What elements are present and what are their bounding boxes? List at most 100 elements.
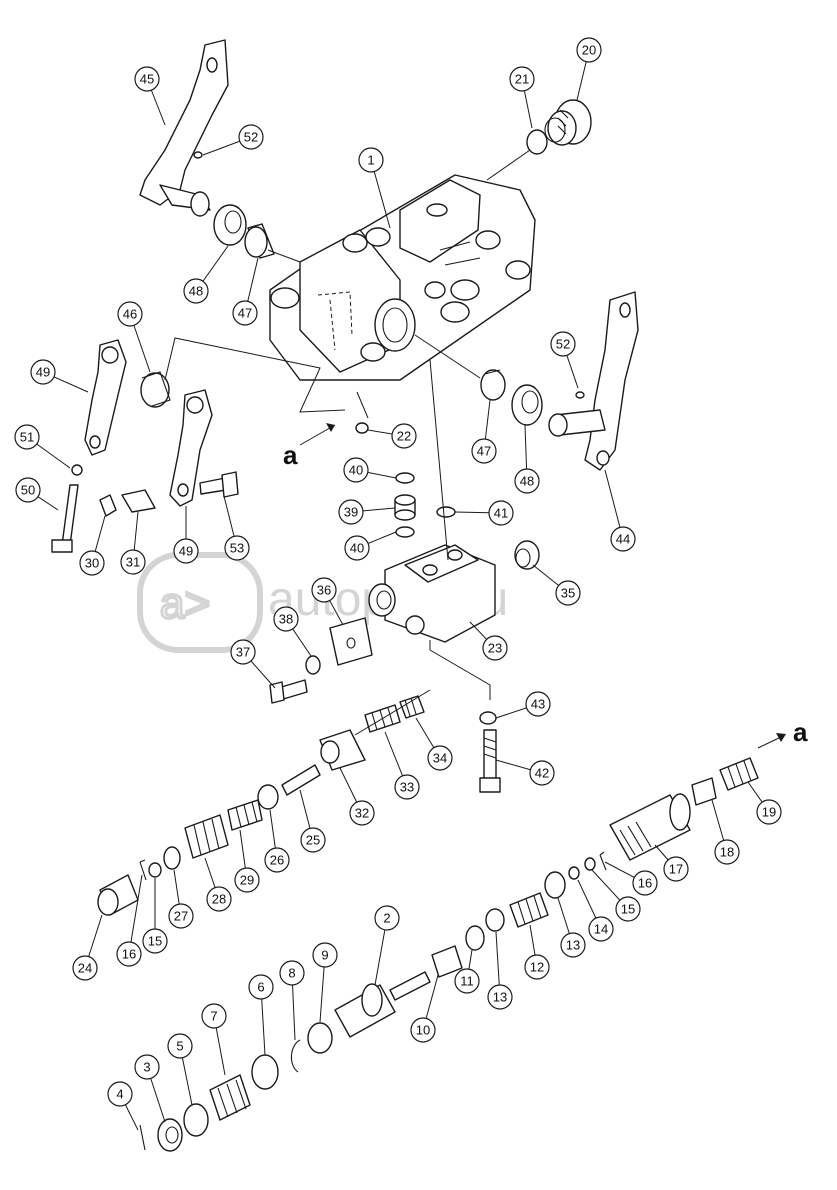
watermark-logo-mark: a> xyxy=(160,579,210,628)
part-sleeve-17 xyxy=(609,793,691,861)
callout-circle xyxy=(756,799,782,825)
callout-circle xyxy=(30,359,56,385)
callout-label: 24 xyxy=(78,961,92,976)
callout-49: 49 xyxy=(173,506,199,564)
callout-circle xyxy=(300,827,326,853)
callout-circle xyxy=(344,535,370,561)
callout-label: 12 xyxy=(530,960,544,975)
callout-38: 38 xyxy=(273,606,312,657)
part-spool-25 xyxy=(281,764,321,796)
callout-circle xyxy=(168,903,194,929)
callout-circle xyxy=(201,1003,227,1029)
callout-51: 51 xyxy=(14,424,71,469)
part-plug-39 xyxy=(394,494,416,521)
callout-12: 12 xyxy=(524,924,550,980)
callout-4: 4 xyxy=(107,1081,139,1131)
callout-label: 53 xyxy=(230,541,244,556)
part-spring-seat-6 xyxy=(251,1054,279,1090)
callout-circle xyxy=(234,867,260,893)
callout-23: 23 xyxy=(469,621,508,661)
part-lever-49 xyxy=(169,389,213,507)
callout-5: 5 xyxy=(167,1033,193,1106)
part-spring-seat-26 xyxy=(257,784,279,810)
callout-label: 2 xyxy=(383,911,390,926)
marker-arrow-right xyxy=(757,733,786,749)
callout-circle xyxy=(232,300,258,326)
callout-46: 46 xyxy=(117,301,151,373)
callout-label: 21 xyxy=(515,72,529,87)
callout-9: 9 xyxy=(312,942,338,1023)
callout-label: 47 xyxy=(238,306,252,321)
callout-circle xyxy=(173,538,199,564)
part-spool-2 xyxy=(334,971,431,1038)
callout-label: 40 xyxy=(349,463,363,478)
callout-52: 52 xyxy=(550,331,579,389)
callout-29: 29 xyxy=(234,829,260,893)
callout-label: 34 xyxy=(433,751,447,766)
callout-circle xyxy=(550,331,576,357)
callout-circle xyxy=(14,424,40,450)
part-cap-3 xyxy=(157,1118,183,1152)
callout-label: 13 xyxy=(566,938,580,953)
part-oring-21 xyxy=(526,129,548,155)
callout-circle xyxy=(349,800,375,826)
callout-label: 52 xyxy=(244,130,258,145)
part-housing xyxy=(269,174,536,381)
part-spring-seat-13 xyxy=(544,871,566,899)
callout-leader xyxy=(128,874,143,955)
callout-label: 31 xyxy=(126,555,140,570)
part-lever-45 xyxy=(139,39,229,217)
callout-10: 10 xyxy=(410,974,439,1043)
part-pin-16 xyxy=(599,851,607,871)
callout-18: 18 xyxy=(711,799,740,865)
part-lever-44 xyxy=(548,291,639,471)
callout-45: 45 xyxy=(134,66,166,126)
watermark-logo-shape xyxy=(137,552,263,653)
part-bolt-53 xyxy=(199,471,239,498)
callout-43: 43 xyxy=(495,691,551,719)
callout-label: 30 xyxy=(85,556,99,571)
callout-circle xyxy=(134,66,160,92)
callout-circle xyxy=(509,66,535,92)
callout-42: 42 xyxy=(495,759,555,786)
part-washer-9 xyxy=(307,1022,333,1054)
part-washer-51 xyxy=(71,464,83,476)
callout-circle xyxy=(610,526,636,552)
callout-17: 17 xyxy=(654,844,689,882)
callout-label: 32 xyxy=(355,806,369,821)
callout-circle xyxy=(312,942,338,968)
callout-39: 39 xyxy=(338,499,396,525)
callout-circle xyxy=(273,606,299,632)
callout-circle xyxy=(183,278,209,304)
callout-label: 15 xyxy=(621,902,635,917)
callout-circle xyxy=(663,856,689,882)
marker-label: a xyxy=(793,717,808,747)
callout-50: 50 xyxy=(15,477,59,511)
callout-40: 40 xyxy=(343,457,397,483)
part-pin-4 xyxy=(139,1124,146,1151)
callout-20: 20 xyxy=(576,37,602,101)
part-pin-16 xyxy=(139,859,147,881)
callout-label: 15 xyxy=(148,934,162,949)
part-retainer-14 xyxy=(568,866,580,880)
callout-16: 16 xyxy=(604,861,658,896)
callout-circle xyxy=(107,1081,133,1107)
callout-label: 52 xyxy=(556,337,570,352)
callout-circle xyxy=(167,1033,193,1059)
part-bushing-47 xyxy=(480,369,506,401)
callout-label: 27 xyxy=(174,909,188,924)
callout-circle xyxy=(116,941,142,967)
callout-circle xyxy=(79,550,105,576)
marker-arrow-left xyxy=(299,423,336,446)
callout-circle xyxy=(391,423,417,449)
part-bushing-46 xyxy=(140,371,171,408)
callout-circle xyxy=(206,886,232,912)
part-seal-48 xyxy=(511,384,543,426)
part-ring-15 xyxy=(584,857,596,871)
callout-circle xyxy=(615,896,641,922)
part-ring-15 xyxy=(148,862,162,878)
callout-label: 29 xyxy=(240,873,254,888)
part-bushing-47 xyxy=(244,223,275,259)
callout-label: 6 xyxy=(257,980,264,995)
